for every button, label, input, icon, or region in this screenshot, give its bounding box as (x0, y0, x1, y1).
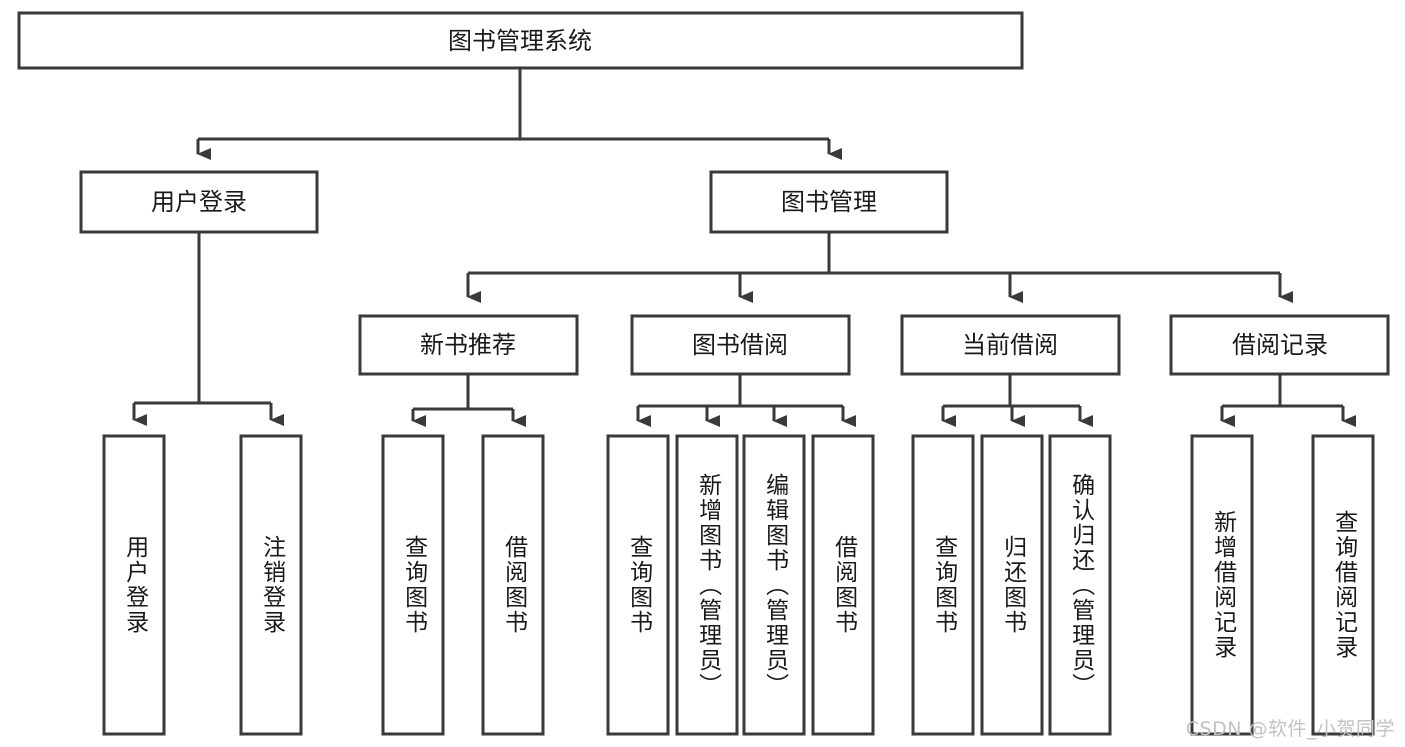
node-book-borrow[interactable]: 图书借阅 (630, 314, 851, 376)
node-current-borrow-box[interactable] (900, 314, 1121, 376)
leaf-box-book-borrow-2[interactable] (742, 434, 806, 736)
node-book-management-label: 图书管理 (781, 188, 877, 216)
leaf-box-new-book-0[interactable] (381, 434, 445, 736)
node-new-book-recommend[interactable]: 新书推荐 (358, 314, 579, 376)
leaf-box-book-borrow-3[interactable] (811, 434, 875, 736)
node-new-book-recommend-box[interactable] (358, 314, 579, 376)
node-current-borrow[interactable]: 当前借阅 (900, 314, 1121, 376)
leaf-box-current-borrow-0[interactable] (911, 434, 975, 736)
leaf-box-user-login-1[interactable] (239, 434, 303, 736)
leaf-box-borrow-record-0[interactable] (1190, 434, 1254, 736)
connector-new-book-recommend-to-leaves (411, 374, 526, 427)
node-root-box[interactable] (17, 11, 1024, 70)
leaf-box-new-book-1[interactable] (481, 434, 545, 736)
node-book-management[interactable]: 图书管理 (709, 170, 949, 234)
leaf-box-user-login-0[interactable] (102, 434, 166, 736)
node-borrow-record-label: 借阅记录 (1232, 331, 1328, 359)
csdn-watermark: CSDN @软件_小贺同学 (1185, 718, 1395, 740)
node-user-login-label: 用户登录 (151, 188, 247, 216)
node-new-book-recommend-label: 新书推荐 (420, 331, 516, 359)
node-root[interactable]: 图书管理系统 (17, 11, 1024, 70)
connector-borrow-record-to-leaves (1220, 374, 1356, 427)
connector-current-borrow-to-leaves (941, 374, 1093, 427)
node-user-login[interactable]: 用户登录 (79, 170, 319, 234)
leaf-box-current-borrow-1[interactable] (980, 434, 1044, 736)
node-user-login-box[interactable] (79, 170, 319, 234)
leaf-box-borrow-record-1[interactable] (1311, 434, 1375, 736)
node-root-label: 图书管理系统 (448, 27, 592, 55)
node-borrow-record[interactable]: 借阅记录 (1169, 314, 1390, 376)
connector-root-to-level2 (196, 68, 842, 160)
connector-book-management-to-level3 (466, 232, 1293, 303)
node-book-borrow-label: 图书借阅 (692, 331, 788, 359)
connector-book-borrow-to-leaves (636, 374, 856, 427)
node-current-borrow-label: 当前借阅 (962, 331, 1058, 359)
connector-user-login-to-leaves (132, 232, 284, 426)
leaf-box-book-borrow-1[interactable] (675, 434, 739, 736)
leaf-box-current-borrow-2[interactable] (1048, 434, 1112, 736)
leaf-box-book-borrow-0[interactable] (606, 434, 670, 736)
